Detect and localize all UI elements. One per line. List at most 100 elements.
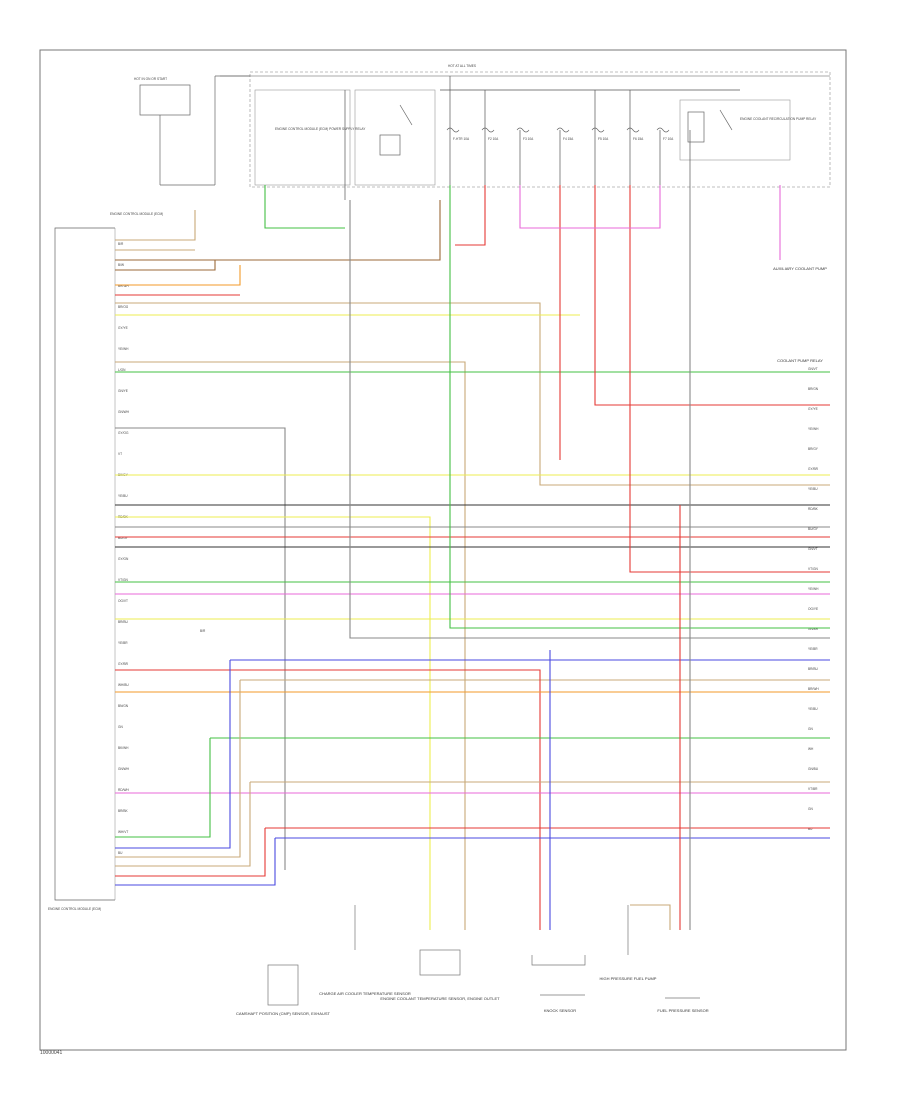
right-label-6: YE/BU	[808, 487, 818, 491]
relay-label-1: ENGINE CONTROL MODULE (ECM) POWER SUPPLY…	[275, 127, 366, 131]
wire-tan-9	[630, 904, 671, 930]
wire-tan-8	[115, 782, 251, 867]
ecm-title-bottom: ENGINE CONTROL MODULE (ECM)	[48, 907, 101, 911]
right-label-9: GN/VT	[808, 547, 818, 551]
connector-right-labels: GN/VT BR/GN GY/YE YE/WH BR/GY GY/BR YE/BU RD/BK…	[808, 367, 819, 831]
right-label-17: YE/BU	[808, 707, 818, 711]
ecm-pin-22: BN/GN	[118, 704, 129, 708]
right-label-20: GN/BU	[808, 767, 819, 771]
ecm-pin-20: GY/BR	[118, 662, 129, 666]
fuse-label-7: F7 10A	[663, 137, 674, 141]
wire-brown-1	[115, 200, 441, 261]
component-cmp-sensor: CAMSHAFT POSITION (CMP) SENSOR, EXHAUST	[236, 1011, 330, 1016]
ecm-pin-1: B/W	[118, 263, 124, 267]
right-label-19: WH	[808, 747, 814, 751]
right-label-2: GY/YE	[808, 407, 818, 411]
right-label-11: YE/WH	[808, 587, 819, 591]
ecm-pin-5: YE/WH	[118, 347, 129, 351]
wire-blue-4	[115, 838, 276, 886]
fuse-label-6: F6 15A	[633, 137, 644, 141]
ecm-pin-16: VT/GN	[118, 578, 128, 582]
figure-id: 10000041	[40, 1050, 63, 1056]
wire-pink-3	[519, 185, 661, 229]
fuse-label-1: F-HTR 10A	[453, 137, 470, 141]
wire-green-6	[449, 185, 830, 629]
wire-red-3	[115, 669, 541, 930]
right-label-3: YE/WH	[808, 427, 819, 431]
wire-brown-2	[115, 260, 216, 271]
ecm-pin-15: GY/GN	[118, 557, 129, 561]
ecm-pin-labels: B/RB/WBR/WHBR/OGGY/YEYE/WHL/GNGN/YEGN/WH…	[118, 242, 130, 855]
ecm-pin-27: BR/BK	[118, 809, 128, 813]
fuse-label-5: F5 10A	[598, 137, 609, 141]
wire-orange-1	[115, 265, 241, 286]
ecm-pin-24: BK/WH	[118, 746, 129, 750]
component-cac-sensor: CHARGE AIR COOLER TEMPERATURE SENSOR	[319, 991, 411, 996]
ecm-pin-25: GN/WH	[118, 767, 130, 771]
wire-tan-4	[115, 361, 466, 930]
wire-tan-3	[115, 302, 830, 486]
component-labels: CAMSHAFT POSITION (CMP) SENSOR, EXHAUST …	[236, 266, 827, 1016]
ecm-pin-7: GN/YE	[118, 389, 128, 393]
fuse-relay-box: HOT AT ALL TIMES HOT IN ON OR START ENGI…	[134, 64, 831, 200]
wires	[115, 185, 830, 930]
wire-tan-1	[115, 210, 196, 241]
right-label-21: VT/BR	[808, 787, 818, 791]
ecm-block: ENGINE CONTROL MODULE (ECM) ENGINE CONTR…	[48, 212, 206, 911]
ignition-fuse	[139, 75, 250, 186]
hot-label-1: HOT AT ALL TIMES	[448, 64, 476, 68]
ecm-pin-26: RD/WH	[118, 788, 129, 792]
ecm-pin-4: GY/YE	[118, 326, 128, 330]
right-label-14: YE/BR	[808, 647, 818, 651]
right-label-7: RD/BK	[808, 507, 819, 511]
right-label-0: GN/VT	[808, 367, 818, 371]
wire-red-8	[594, 185, 830, 406]
right-label-12: OG/YE	[808, 607, 818, 611]
ecm-pin-19: YE/BR	[118, 641, 128, 645]
fuse-label-2: F2 10A	[488, 137, 499, 141]
component-fuel-pump: HIGH PRESSURE FUEL PUMP	[600, 976, 657, 981]
component-pump-relay: COOLANT PUMP RELAY	[777, 358, 823, 363]
ecm-pin-23: GN	[118, 725, 123, 729]
right-label-13: GN/BR	[808, 627, 819, 631]
ecm-pin-21: WH/BU	[118, 683, 129, 687]
ecm-pin-9: GY/OG	[118, 431, 129, 435]
wire-green-4	[115, 738, 211, 838]
ecm-pin-8: GN/WH	[118, 410, 130, 414]
component-knock-sensor: KNOCK SENSOR	[544, 1008, 576, 1013]
relay-label-2: ENGINE COOLANT RECIRCULATION PUMP RELAY	[740, 117, 817, 121]
component-fuel-pressure: FUEL PRESSURE SENSOR	[657, 1008, 708, 1013]
component-ect-sensor: ENGINE COOLANT TEMPERATURE SENSOR, ENGIN…	[380, 996, 500, 1001]
right-label-16: BR/WH	[808, 687, 819, 691]
wire-blue-3	[115, 660, 231, 849]
right-label-22: GN	[808, 807, 813, 811]
ecm-pin-14: BU/GY	[118, 536, 129, 540]
ecm-pin-29: BU	[118, 851, 123, 855]
ecm-pin-6: L/GN	[118, 368, 126, 372]
ecm-title-top: ENGINE CONTROL MODULE (ECM)	[110, 212, 163, 216]
ecm-pin-17: OG/VT	[118, 599, 128, 603]
wire-yellow-3	[115, 516, 431, 930]
wire-tan-7	[115, 680, 241, 858]
right-label-5: GY/BR	[808, 467, 819, 471]
bottom-components	[267, 905, 700, 1006]
wire-red-5	[115, 828, 266, 877]
right-label-1: BR/GN	[808, 387, 819, 391]
ecm-pin-18: BR/BU	[118, 620, 128, 624]
wire-gray-1	[115, 427, 286, 870]
ecm-pin-label-a: B/R	[200, 629, 206, 633]
wire-red-6	[455, 185, 486, 246]
ecm-pin-10: VT	[118, 452, 122, 456]
wire-red-9	[629, 185, 830, 573]
diagram-frame	[39, 49, 847, 1051]
right-label-4: BR/GY	[808, 447, 819, 451]
hot-label-2: HOT IN ON OR START	[134, 77, 167, 81]
fuse-label-4: F4 15A	[563, 137, 574, 141]
right-label-18: GN	[808, 727, 813, 731]
ecm-pin-3: BR/OG	[118, 305, 129, 309]
wire-green-5	[264, 185, 345, 229]
right-label-10: VT/GN	[808, 567, 818, 571]
ecm-pin-12: YE/BU	[118, 494, 128, 498]
fuse-label-3: F3 10A	[523, 137, 534, 141]
